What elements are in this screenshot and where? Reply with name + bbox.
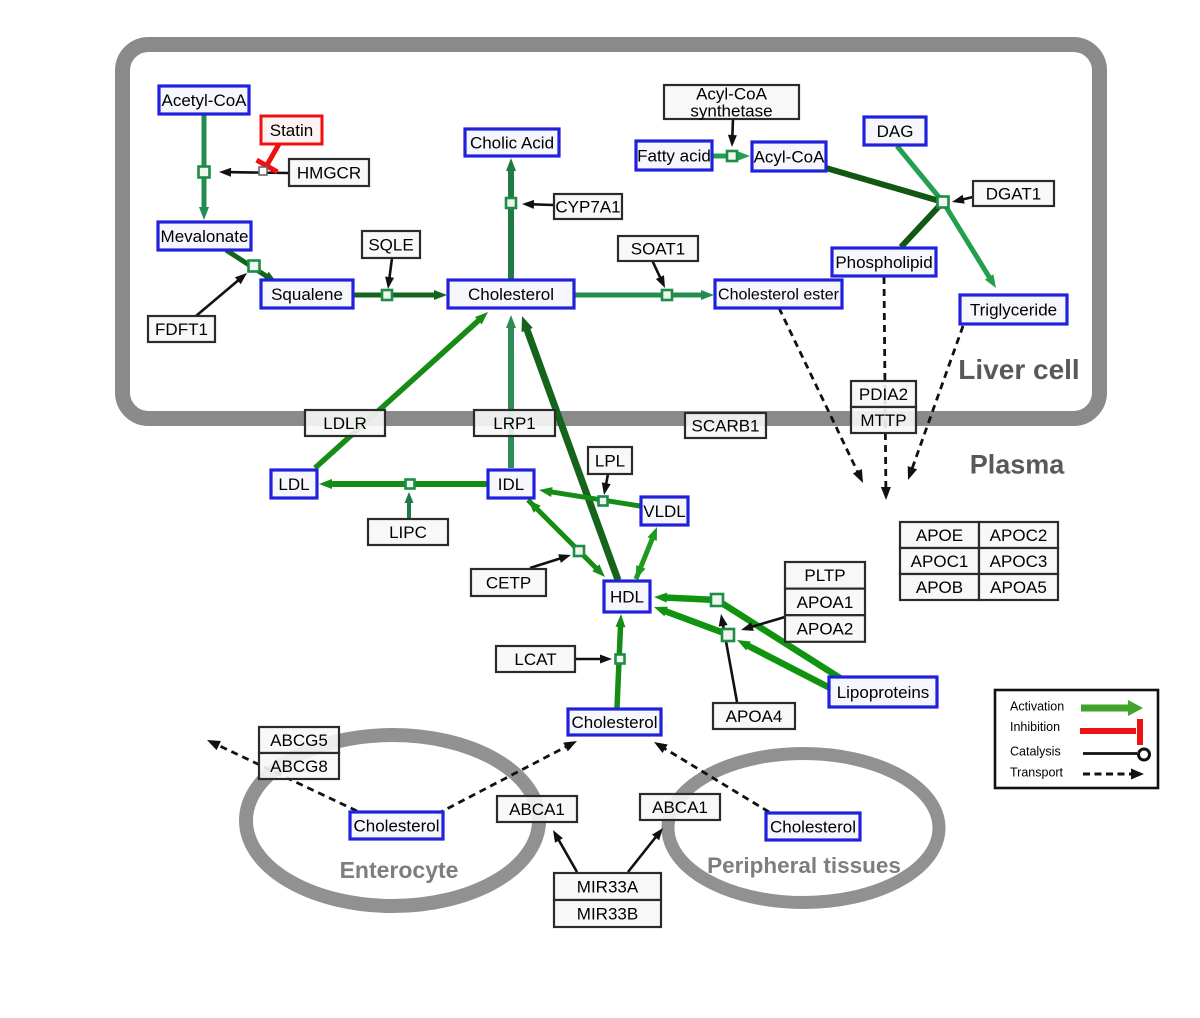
svg-text:Catalysis: Catalysis <box>1010 744 1061 758</box>
svg-text:PLTP: PLTP <box>804 566 845 585</box>
svg-text:APOC3: APOC3 <box>990 552 1048 571</box>
svg-text:Cholesterol: Cholesterol <box>468 285 554 304</box>
svg-text:LIPC: LIPC <box>389 523 427 542</box>
svg-text:Cholesterol: Cholesterol <box>354 817 440 836</box>
svg-text:Squalene: Squalene <box>271 285 343 304</box>
svg-text:LDLR: LDLR <box>323 414 366 433</box>
svg-text:Inhibition: Inhibition <box>1010 720 1060 734</box>
svg-text:Cholesterol: Cholesterol <box>770 818 856 837</box>
svg-text:synthetase: synthetase <box>690 102 772 121</box>
svg-text:APOC2: APOC2 <box>990 526 1048 545</box>
svg-text:Statin: Statin <box>270 121 313 140</box>
svg-text:PDIA2: PDIA2 <box>859 385 908 404</box>
svg-text:Acyl-CoA: Acyl-CoA <box>696 85 768 104</box>
svg-text:HMGCR: HMGCR <box>297 163 361 182</box>
svg-text:CYP7A1: CYP7A1 <box>555 197 620 216</box>
svg-text:Cholic Acid: Cholic Acid <box>470 133 554 152</box>
svg-text:APOB: APOB <box>916 578 963 597</box>
svg-text:CETP: CETP <box>486 574 531 593</box>
svg-text:Cholesterol: Cholesterol <box>572 713 658 732</box>
svg-text:ABCA1: ABCA1 <box>509 800 565 819</box>
svg-text:Acyl-CoA: Acyl-CoA <box>754 147 826 166</box>
svg-text:Fatty acid: Fatty acid <box>637 146 711 165</box>
svg-text:ABCA1: ABCA1 <box>652 798 708 817</box>
svg-text:APOA5: APOA5 <box>990 578 1047 597</box>
svg-text:Activation: Activation <box>1010 699 1064 713</box>
svg-text:LCAT: LCAT <box>514 650 556 669</box>
svg-text:FDFT1: FDFT1 <box>155 320 208 339</box>
svg-text:LDL: LDL <box>278 475 309 494</box>
svg-text:APOA4: APOA4 <box>726 707 783 726</box>
svg-text:APOA2: APOA2 <box>797 620 854 639</box>
svg-text:ABCG5: ABCG5 <box>270 731 328 750</box>
svg-text:Acetyl-CoA: Acetyl-CoA <box>161 91 247 110</box>
svg-text:DAG: DAG <box>877 122 914 141</box>
svg-text:MTTP: MTTP <box>860 411 906 430</box>
svg-text:Cholesterol ester: Cholesterol ester <box>718 287 840 304</box>
svg-text:SQLE: SQLE <box>368 235 413 254</box>
svg-text:DGAT1: DGAT1 <box>986 184 1041 203</box>
svg-text:VLDL: VLDL <box>643 502 686 521</box>
svg-text:APOE: APOE <box>916 526 963 545</box>
svg-text:IDL: IDL <box>498 475 524 494</box>
svg-text:Plasma: Plasma <box>970 449 1066 479</box>
svg-text:Peripheral tissues: Peripheral tissues <box>707 853 901 878</box>
svg-text:Triglyceride: Triglyceride <box>970 300 1057 319</box>
svg-text:APOA1: APOA1 <box>797 593 854 612</box>
svg-text:Lipoproteins: Lipoproteins <box>837 683 930 702</box>
svg-text:SCARB1: SCARB1 <box>691 416 759 435</box>
svg-text:Mevalonate: Mevalonate <box>161 227 249 246</box>
svg-text:Phospholipid: Phospholipid <box>835 253 932 272</box>
svg-text:MIR33A: MIR33A <box>577 878 639 897</box>
svg-text:LPL: LPL <box>595 451 625 470</box>
svg-text:MIR33B: MIR33B <box>577 905 638 924</box>
svg-text:SOAT1: SOAT1 <box>631 239 685 258</box>
svg-text:ABCG8: ABCG8 <box>270 757 328 776</box>
svg-text:Enterocyte: Enterocyte <box>340 857 459 883</box>
svg-text:APOC1: APOC1 <box>911 552 969 571</box>
svg-text:Transport: Transport <box>1010 765 1064 779</box>
svg-text:Liver cell: Liver cell <box>958 354 1079 385</box>
svg-text:HDL: HDL <box>610 588 644 607</box>
svg-text:LRP1: LRP1 <box>493 414 536 433</box>
